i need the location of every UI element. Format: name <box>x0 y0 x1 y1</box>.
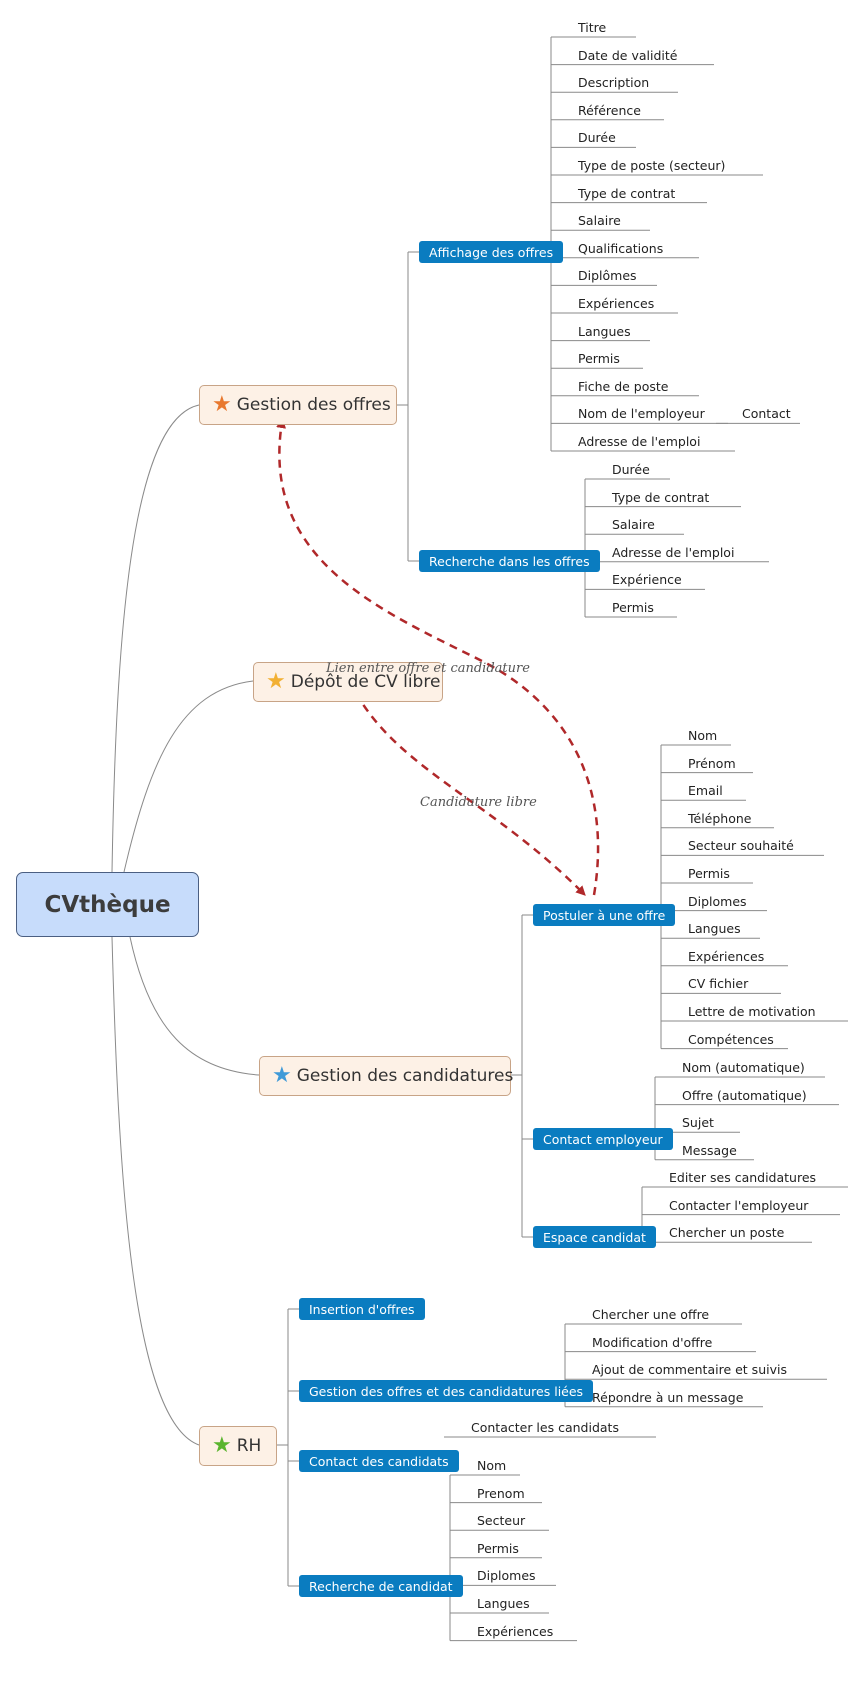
leaf-item[interactable]: Date de validité <box>578 47 678 63</box>
relationship-label-candidature-libre: Candidature libre <box>420 795 537 810</box>
topic-depot-de-cv-libre[interactable]: ★ Dépôt de CV libre <box>253 662 443 702</box>
leaf-item[interactable]: Adresse de l'emploi <box>612 544 735 560</box>
leaf-item[interactable]: Permis <box>477 1540 519 1556</box>
topic-gestion-des-candidatures[interactable]: ★ Gestion des candidatures <box>259 1056 514 1096</box>
leaf-item[interactable]: Langues <box>688 921 741 937</box>
leaf-item[interactable]: Nom <box>477 1458 507 1473</box>
topic-label: Dépôt de CV libre <box>290 672 441 692</box>
leaf-item[interactable]: Salaire <box>612 517 655 533</box>
leaf-item[interactable]: Prénom <box>688 755 736 771</box>
leaf-item[interactable]: Téléphone <box>688 810 752 826</box>
leaf-item-contact[interactable]: Contact <box>742 406 791 422</box>
subtopic-connector <box>511 914 533 1238</box>
leaf-item[interactable]: Description <box>578 75 650 91</box>
branch-connector <box>129 936 260 1076</box>
relationship-arrow-lien <box>276 418 600 896</box>
topic-rh[interactable]: ★ RH <box>199 1426 277 1466</box>
subtopic-contact-employeur[interactable]: Contact employeur <box>533 1128 673 1150</box>
leaf-item[interactable]: Sujet <box>682 1115 714 1131</box>
leaf-item[interactable]: Langues <box>477 1596 530 1611</box>
green-star-icon: ★ <box>212 1433 232 1458</box>
branch-connector <box>111 936 200 1446</box>
leaf-item[interactable]: Secteur <box>477 1513 526 1529</box>
leaf-item[interactable]: Nom <box>688 728 718 743</box>
leaf-item[interactable]: Permis <box>612 600 654 615</box>
leaf-item[interactable]: Compétences <box>688 1031 774 1047</box>
leaf-item[interactable]: Expérience <box>612 572 682 588</box>
leaf-item[interactable]: Contacter l'employeur <box>669 1197 809 1213</box>
subtopic-postuler-a-une-offre[interactable]: Postuler à une offre <box>533 904 676 926</box>
yellow-star-icon: ★ <box>266 669 286 694</box>
topic-gestion-des-offres[interactable]: ★ Gestion des offres <box>199 385 397 425</box>
subtopic-insertion-d-offres[interactable]: Insertion d'offres <box>299 1298 425 1320</box>
leaf-item[interactable]: Expériences <box>578 296 655 311</box>
leaf-item[interactable]: Expériences <box>688 948 765 964</box>
relationship-arrow-candidature-libre <box>354 692 586 896</box>
leaf-item[interactable]: Expériences <box>477 1623 554 1639</box>
leaf-item[interactable]: Permis <box>688 866 730 881</box>
leaf-item[interactable]: Diplômes <box>578 268 637 284</box>
leaf-item[interactable]: Diplomes <box>688 893 747 909</box>
leaf-item[interactable]: Adresse de l'emploi <box>578 434 701 449</box>
leaf-item[interactable]: Nom de l'employeur <box>578 406 705 422</box>
leaf-item[interactable]: Secteur souhaité <box>688 838 794 854</box>
leaf-item[interactable]: Type de contrat <box>578 185 676 201</box>
leaf-item[interactable]: Référence <box>578 102 641 118</box>
relationship-label-lien: Lien entre offre et candidature <box>326 661 530 676</box>
leaf-item[interactable]: Diplomes <box>477 1568 536 1584</box>
subtopic-recherche-dans-les-offres[interactable]: Recherche dans les offres <box>419 550 600 572</box>
leaf-item[interactable]: Langues <box>578 323 631 339</box>
leaf-item[interactable]: Qualifications <box>578 240 664 256</box>
leaf-item[interactable]: Chercher une offre <box>592 1307 710 1322</box>
topic-label: RH <box>236 1436 262 1456</box>
leaf-item[interactable]: Nom (automatique) <box>682 1060 805 1075</box>
leaf-item[interactable]: Email <box>688 783 723 799</box>
leaf-item[interactable]: Type de poste (secteur) <box>578 158 726 173</box>
leaf-item[interactable]: Salaire <box>578 213 621 229</box>
subtopic-affichage-des-offres[interactable]: Affichage des offres <box>419 241 564 263</box>
root-topic[interactable]: CVthèque <box>16 872 199 937</box>
subtopic-connector <box>397 251 419 562</box>
leaf-item[interactable]: CV fichier <box>688 976 749 992</box>
leaf-item[interactable]: Ajout de commentaire et suivis <box>592 1362 787 1378</box>
subtopic-recherche-de-candidat[interactable]: Recherche de candidat <box>299 1575 463 1597</box>
leaf-item[interactable]: Durée <box>612 462 650 477</box>
leaf-item[interactable]: Editer ses candidatures <box>669 1170 817 1185</box>
leaf-item[interactable]: Message <box>682 1142 737 1158</box>
blue-star-icon: ★ <box>272 1063 292 1088</box>
subtopic-contact-des-candidats[interactable]: Contact des candidats <box>299 1450 459 1472</box>
orange-star-icon: ★ <box>212 392 232 417</box>
branch-connector <box>111 404 200 873</box>
leaf-item[interactable]: Fiche de poste <box>578 378 669 394</box>
leaf-item[interactable]: Permis <box>578 351 620 367</box>
branch-connector <box>123 680 254 873</box>
leaf-item[interactable]: Offre (automatique) <box>682 1087 807 1103</box>
leaf-item[interactable]: Répondre à un message <box>592 1389 744 1405</box>
subtopic-gestion-des-offres-et-candidatures[interactable]: Gestion des offres et des candidatures l… <box>299 1380 594 1402</box>
leaf-item[interactable]: Durée <box>578 130 616 146</box>
topic-label: Gestion des candidatures <box>296 1066 514 1086</box>
leaf-item[interactable]: Modification d'offre <box>592 1334 713 1350</box>
leaf-item[interactable]: Chercher un poste <box>669 1225 785 1241</box>
leaf-item[interactable]: Titre <box>578 20 607 35</box>
leaf-item[interactable]: Prenom <box>477 1485 525 1501</box>
topic-label: Gestion des offres <box>236 395 391 415</box>
leaf-item[interactable]: Lettre de motivation <box>688 1004 816 1019</box>
subtopic-connector <box>277 1308 299 1587</box>
subtopic-espace-candidat[interactable]: Espace candidat <box>533 1226 656 1248</box>
leaf-item[interactable]: Contacter les candidats <box>471 1420 619 1435</box>
leaf-item[interactable]: Type de contrat <box>612 489 710 505</box>
